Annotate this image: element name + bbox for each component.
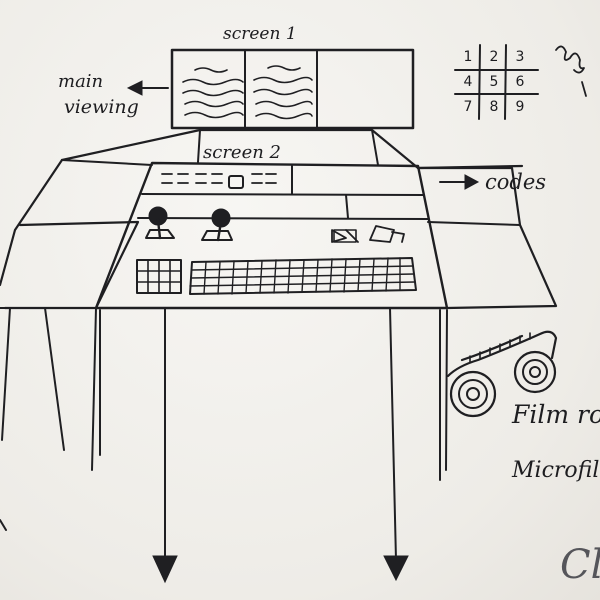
desk-numpad	[136, 259, 182, 294]
desk-top	[0, 128, 558, 310]
film-reel	[446, 330, 558, 418]
keypad-digit: 3	[515, 49, 525, 65]
keypad-numbers: 1 2 3 4 5 6 7 8 9	[455, 45, 537, 119]
codes-arrow	[439, 174, 480, 190]
joystick-right	[201, 208, 233, 242]
joystick-left	[145, 206, 175, 240]
label-corner: Cl	[560, 542, 600, 588]
edge-mark	[0, 519, 7, 531]
label-microfilm: Microfil	[512, 458, 600, 483]
keypad-digit: 7	[463, 99, 473, 115]
keypad-digit: 6	[515, 74, 525, 90]
label-screen-1: screen 1	[223, 24, 297, 44]
label-main: main	[58, 71, 104, 92]
screen2-controls	[161, 173, 277, 189]
desk-legs	[1, 307, 448, 584]
label-film-roll: Film ro	[512, 400, 600, 429]
label-viewing: viewing	[64, 96, 139, 118]
keypad-digit: 2	[489, 49, 499, 65]
keypad-digit: 4	[463, 74, 473, 90]
label-screen-2: screen 2	[203, 142, 281, 163]
main-viewing-arrow	[126, 80, 169, 96]
label-codes: codes	[485, 170, 547, 194]
desk-keyboard	[189, 257, 417, 295]
keypad-digit: 1	[463, 49, 473, 65]
keypad-digit: 9	[515, 99, 525, 115]
keypad-digit: 5	[489, 74, 499, 90]
keypad-grid	[454, 44, 539, 120]
scribble-mark	[555, 45, 587, 97]
screen1-monitor	[170, 48, 415, 130]
console-buttons	[331, 225, 405, 243]
keypad-digit: 8	[489, 99, 499, 115]
